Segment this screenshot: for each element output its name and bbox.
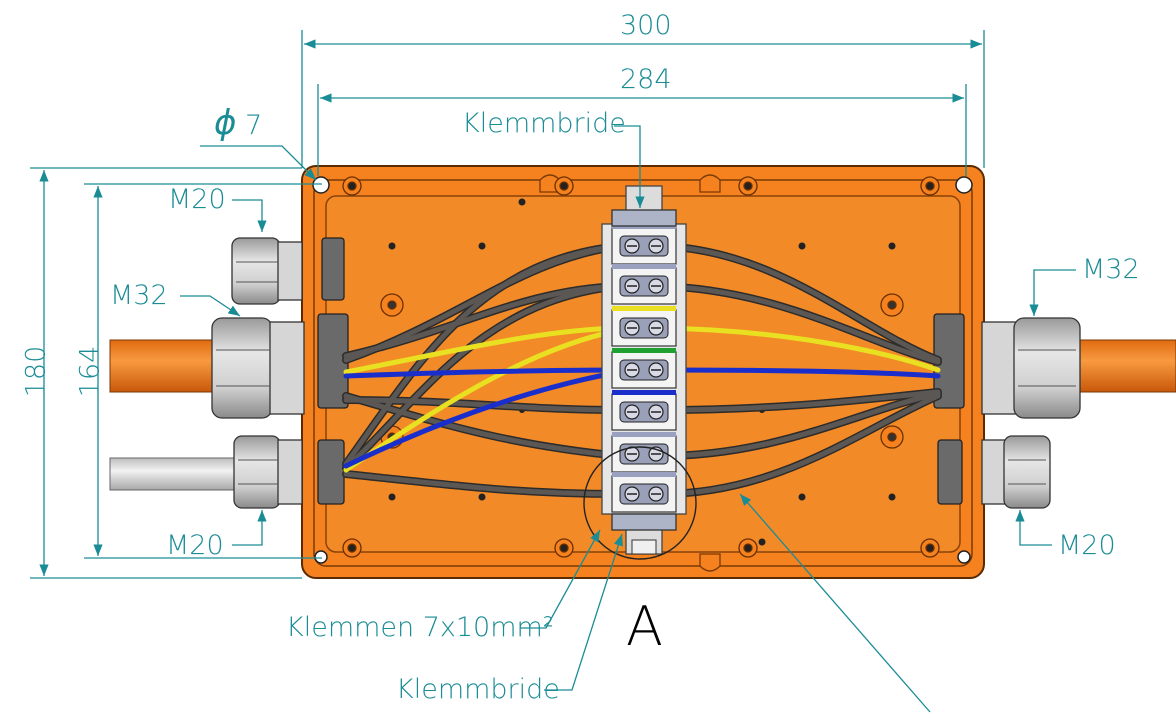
label-detail-a: A xyxy=(626,595,663,658)
cable-white-left xyxy=(109,457,241,491)
dim-width-inner: 284 xyxy=(620,64,672,95)
terminal-module xyxy=(611,224,677,265)
cable-orange-left xyxy=(109,339,221,393)
label-m32-right: M32 xyxy=(1082,254,1140,285)
terminal-module xyxy=(611,306,677,347)
wiring xyxy=(342,242,942,498)
label-m20-top-left: M20 xyxy=(168,184,226,215)
label-clamp-top: Klemmbride xyxy=(462,108,626,139)
terminal-module xyxy=(611,348,677,389)
terminal-block xyxy=(601,209,687,555)
diameter-symbol: ϕ xyxy=(214,103,237,143)
dim-height-inner: 164 xyxy=(74,345,106,398)
dimension-lines xyxy=(30,30,1076,713)
label-m20-right: M20 xyxy=(1058,530,1116,561)
terminal-module xyxy=(611,390,677,431)
dim-hole-diameter: ϕ 7 xyxy=(214,106,262,140)
gland-m32-left xyxy=(211,317,305,419)
gland-m20-bottom-left xyxy=(233,435,303,509)
terminal-module xyxy=(611,432,677,473)
label-m32-left: M32 xyxy=(110,280,168,311)
clamp-bridge-top xyxy=(611,209,677,227)
terminal-module xyxy=(611,264,677,305)
label-terminals: Klemmen 7x10mm² xyxy=(286,612,554,643)
dim-width-outer: 300 xyxy=(620,10,672,41)
hole-value: 7 xyxy=(245,110,263,141)
label-clamp-bottom: Klemmbride xyxy=(396,674,560,705)
cable-orange-right xyxy=(1079,339,1176,393)
gland-m20-right xyxy=(981,435,1051,509)
label-m20-bottom-left: M20 xyxy=(166,530,224,561)
detail-circle-a xyxy=(583,446,697,560)
terminal-module xyxy=(611,472,677,513)
gland-m32-right xyxy=(981,317,1081,419)
gland-m20-top-left xyxy=(231,237,303,305)
clamp-bridge-bottom xyxy=(611,513,677,531)
dim-height-outer: 180 xyxy=(20,345,52,398)
